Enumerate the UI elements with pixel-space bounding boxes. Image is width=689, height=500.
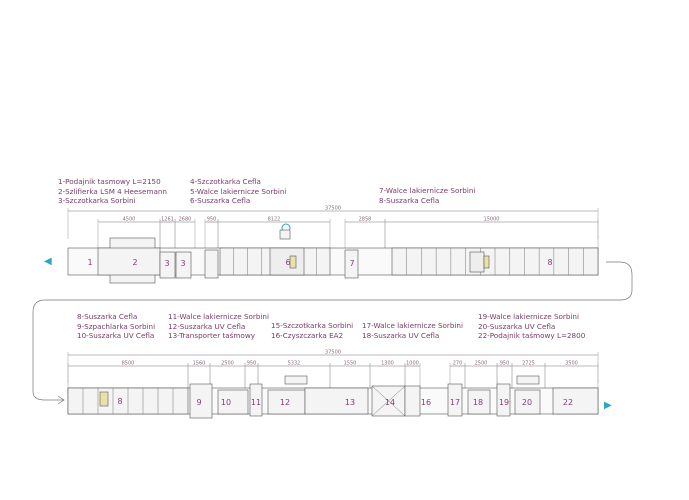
dimension-label: 2500 (221, 361, 234, 367)
legend-row1-col2: 4-Szczotkarka Cefla 5-Walce lakiernicze … (190, 177, 286, 206)
machine-number: 7 (349, 259, 354, 268)
legend-item: 9-Szpachlarka Sorbini (77, 321, 156, 331)
belt-feeder-22 (552, 387, 599, 415)
direction-end-icon: ▶ (604, 400, 612, 411)
filler-machine-9 (189, 383, 213, 419)
brush-machine (204, 249, 219, 279)
dimension-label: 37500 (325, 206, 341, 212)
uv-lamp (289, 255, 297, 269)
dimension-label: 4500 (123, 217, 136, 223)
dimension-label: 950 (500, 361, 510, 367)
uv-dryer-18 (467, 389, 491, 415)
dimension-label: 950 (247, 361, 257, 367)
machine-number: 19 (499, 398, 509, 407)
legend-item: 5-Walce lakiernicze Sorbini (190, 186, 287, 196)
legend-item: 15-Szczotkarka Sorbini (271, 321, 354, 330)
legend-item: 7-Walce lakiernicze Sorbini (379, 186, 476, 195)
roller-coater-17 (447, 383, 463, 417)
uv-lamp (483, 255, 490, 269)
control-panel (284, 375, 308, 385)
dimension-label: 5332 (288, 361, 301, 367)
roller-coater-11 (249, 383, 263, 417)
uv-dryer-10 (217, 389, 249, 415)
legend-item: 1-Podajnik tasmowy L=2150 (58, 177, 161, 186)
machine-number: 9 (196, 398, 201, 407)
sander-body (97, 247, 161, 276)
machine-number: 3 (164, 259, 169, 268)
legend-item: 18-Suszarka UV Cefla (362, 330, 440, 340)
brush-machine (159, 251, 176, 279)
dimension-label: 2680 (179, 217, 192, 223)
control-panel (279, 229, 291, 240)
machine-number: 10 (221, 398, 231, 407)
machine-number: 1 (87, 258, 92, 267)
legend-item: 4-Szczotkarka Cefla (190, 177, 261, 186)
machine-number: 12 (280, 398, 290, 407)
machine-number: 18 (473, 398, 483, 407)
dimension-label: 8122 (268, 217, 281, 223)
direction-start-icon: ◀ (44, 256, 52, 267)
machine-number: 17 (450, 398, 460, 407)
dimension-label: 1261 (161, 217, 174, 223)
uv-dryer-20 (514, 389, 541, 415)
legend-item: 2-Szlifierka LSM 4 Heesemann (58, 186, 167, 196)
machine-number: 14 (385, 398, 395, 407)
legend-item: 3-Szczotkarka Sorbini (58, 196, 136, 205)
dimension-label: 1550 (344, 361, 357, 367)
control-panel (516, 375, 540, 385)
dimension-label: 1560 (193, 361, 206, 367)
legend-item: 17-Walce lakiernicze Sorbini (362, 321, 463, 330)
legend-item: 22-Podajnik taśmowy L=2800 (478, 331, 586, 340)
dimension-label: 950 (207, 217, 217, 223)
roller-coater-19 (496, 383, 511, 417)
dryer-8-chamber (469, 251, 485, 273)
dryer-6-chamber (269, 247, 305, 276)
belt-transporter-13 (304, 387, 369, 415)
dimension-label: 2858 (359, 217, 372, 223)
legend-row1-col1: 1-Podajnik tasmowy L=2150 2-Szlifierka L… (58, 177, 167, 206)
dimension-label: 2500 (475, 361, 488, 367)
cross-mark (371, 385, 406, 417)
dimension-label: 8500 (122, 361, 135, 367)
legend-row2-col3: 15-Szczotkarka Sorbini 16-Czyszczarka EA… (271, 321, 353, 340)
dimension-label: 1000 (406, 361, 419, 367)
arrowhead-icon (57, 395, 65, 405)
legend-item: 11-Walce lakiernicze Sorbini (168, 312, 269, 321)
legend-item: 16-Czyszczarka EA2 (271, 330, 344, 340)
legend-row2-col5: 19-Walce lakiernicze Sorbini 20-Suszarka… (478, 312, 585, 341)
machine-number: 8 (547, 258, 552, 267)
machine-number: 20 (522, 398, 532, 407)
flow-connector-curve (32, 261, 633, 401)
dimension-label: 15000 (484, 217, 500, 223)
legend-row1-col3: 7-Walce lakiernicze Sorbini 8-Suszarka C… (379, 186, 475, 205)
dimension-label: 37500 (325, 350, 341, 356)
legend-item: 13-Transporter taśmowy (168, 331, 255, 340)
cleaner-16 (404, 385, 421, 417)
legend-row2-col4: 17-Walce lakiernicze Sorbini 18-Suszarka… (362, 321, 463, 340)
legend-item: 19-Walce lakiernicze Sorbini (478, 312, 579, 321)
dimension-label: 270 (453, 361, 463, 367)
legend-item: 20-Suszarka UV Cefla (478, 321, 556, 331)
legend-item: 6-Suszarka Cefla (190, 196, 251, 205)
legend-item: 8-Suszarka Cefla (77, 312, 138, 321)
brush-machine (175, 251, 192, 279)
machine-number: 13 (345, 398, 355, 407)
legend-item: 10-Suszarka UV Cefla (77, 331, 155, 340)
machine-number: 2 (132, 258, 137, 267)
machine-number: 3 (180, 259, 185, 268)
legend-item: 12-Suszarka UV Cefla (168, 321, 246, 331)
legend-row2-col1: 8-Suszarka Cefla 9-Szpachlarka Sorbini 1… (77, 312, 155, 341)
dimension-label: 3500 (565, 361, 578, 367)
dimension-label: 1300 (381, 361, 394, 367)
machine-number: 16 (421, 398, 431, 407)
uv-lamp (99, 391, 109, 407)
roller-coater-7 (344, 249, 359, 279)
machine-number: 11 (251, 398, 261, 407)
machine-number: 22 (563, 398, 573, 407)
machine-number: 6 (285, 258, 290, 267)
machine-number: 8 (117, 397, 122, 406)
legend-row2-col2: 11-Walce lakiernicze Sorbini 12-Suszarka… (168, 312, 269, 341)
legend-item: 8-Suszarka Cefla (379, 195, 440, 205)
dimension-label: 2725 (522, 361, 535, 367)
